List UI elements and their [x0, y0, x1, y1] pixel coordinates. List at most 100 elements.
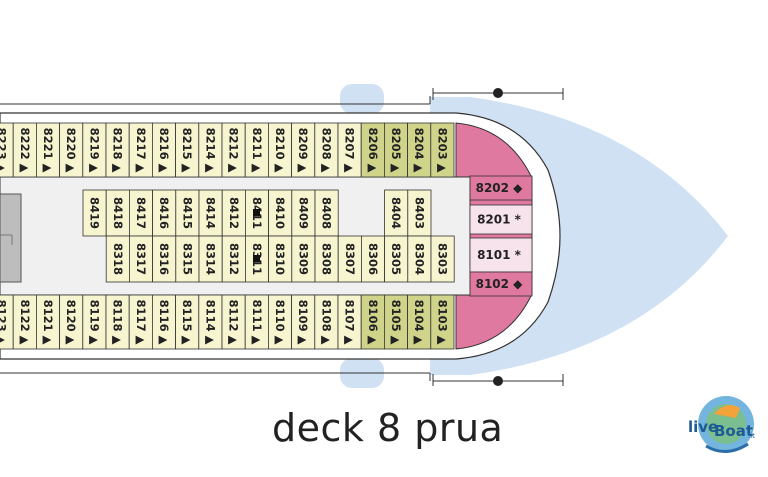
cabin-number: 8205 ▲ — [389, 128, 403, 173]
cabin-8121[interactable]: 8121 ▲ — [36, 294, 61, 350]
cabin-number: 8404 — [389, 197, 403, 229]
cabin-8203[interactable]: 8203 ▲ — [430, 122, 455, 178]
cabin-number: 8217 ▲ — [134, 128, 148, 173]
cabin-8219[interactable]: 8219 ▲ — [82, 122, 107, 178]
cabin-8306[interactable]: 8306 — [360, 235, 385, 283]
cabin-8217[interactable]: 8217 ▲ — [128, 122, 153, 178]
cabin-number: 8303 — [436, 243, 450, 275]
cabin-number: 8209 ▲ — [296, 128, 310, 173]
cabin-number: 8116 ▲ — [157, 300, 171, 345]
cabin-8305[interactable]: 8305 — [384, 235, 409, 283]
cabin-8411[interactable]: 8411 — [244, 189, 269, 237]
cabin-8307[interactable]: 8307 — [337, 235, 362, 283]
cabin-number: 8210 ▲ — [273, 128, 287, 173]
cabin-8311[interactable]: 8311 — [244, 235, 269, 283]
cabin-8222[interactable]: 8222 ▲ — [12, 122, 37, 178]
cabin-8211[interactable]: 8211 ▲ — [244, 122, 269, 178]
cabin-8214[interactable]: 8214 ▲ — [198, 122, 223, 178]
cabin-8410[interactable]: 8410 — [268, 189, 293, 237]
cabin-8119[interactable]: 8119 ▲ — [82, 294, 107, 350]
cabin-number: 8315 — [180, 243, 194, 275]
cabin-8417[interactable]: 8417 — [128, 189, 153, 237]
cabin-number: 8107 ▲ — [343, 300, 357, 345]
cabin-8104[interactable]: 8104 ▲ — [407, 294, 432, 350]
cabin-8315[interactable]: 8315 — [175, 235, 200, 283]
cabin-8207[interactable]: 8207 ▲ — [337, 122, 362, 178]
suite-8102[interactable]: 8102 ◆ — [469, 271, 533, 297]
cabin-8220[interactable]: 8220 ▲ — [59, 122, 84, 178]
cabin-8117[interactable]: 8117 ▲ — [128, 294, 153, 350]
cabin-8103[interactable]: 8103 ▲ — [430, 294, 455, 350]
cabin-number: 8112 ▲ — [227, 300, 241, 345]
accessible-marker — [253, 255, 260, 262]
cabin-8304[interactable]: 8304 — [407, 235, 432, 283]
cabin-8317[interactable]: 8317 — [128, 235, 153, 283]
cabin-8303[interactable]: 8303 — [430, 235, 455, 283]
cabin-number: 8416 — [157, 197, 171, 229]
suite-number: 8202 ◆ — [476, 181, 524, 195]
cabin-8206[interactable]: 8206 ▲ — [360, 122, 385, 178]
cabin-number: 8221 ▲ — [41, 128, 55, 173]
suite-8101[interactable]: 8101 * — [469, 237, 533, 273]
cabin-8111[interactable]: 8111 ▲ — [244, 294, 269, 350]
cabin-8310[interactable]: 8310 — [268, 235, 293, 283]
cabin-8403[interactable]: 8403 — [407, 189, 432, 237]
cabin-8419[interactable]: 8419 — [82, 189, 107, 237]
cabin-8208[interactable]: 8208 ▲ — [314, 122, 339, 178]
cabin-8120[interactable]: 8120 ▲ — [59, 294, 84, 350]
cabin-number: 8418 — [111, 197, 125, 229]
cabin-8122[interactable]: 8122 ▲ — [12, 294, 37, 350]
cabin-8116[interactable]: 8116 ▲ — [151, 294, 176, 350]
cabin-8414[interactable]: 8414 — [198, 189, 223, 237]
cabin-number: 8123 ▲ — [0, 300, 9, 345]
cabin-8204[interactable]: 8204 ▲ — [407, 122, 432, 178]
cabin-8212[interactable]: 8212 ▲ — [221, 122, 246, 178]
cabin-8112[interactable]: 8112 ▲ — [221, 294, 246, 350]
cabin-number: 8115 ▲ — [180, 300, 194, 345]
cabin-number: 8318 — [111, 243, 125, 275]
cabin-number: 8118 ▲ — [111, 300, 125, 345]
cabin-8404[interactable]: 8404 — [384, 189, 409, 237]
cabin-8110[interactable]: 8110 ▲ — [267, 294, 292, 350]
cabin-8105[interactable]: 8105 ▲ — [383, 294, 408, 350]
suite-8202[interactable]: 8202 ◆ — [469, 175, 533, 201]
cabin-8115[interactable]: 8115 ▲ — [175, 294, 200, 350]
cabin-number: 8408 — [320, 197, 334, 229]
cabin-8210[interactable]: 8210 ▲ — [267, 122, 292, 178]
cabin-number: 8222 ▲ — [18, 128, 32, 173]
cabin-8205[interactable]: 8205 ▲ — [383, 122, 408, 178]
cabin-8416[interactable]: 8416 — [152, 189, 177, 237]
cabin-8114[interactable]: 8114 ▲ — [198, 294, 223, 350]
cabin-8223[interactable]: 8223 ▲ — [0, 122, 14, 178]
cabin-number: 8412 — [227, 197, 241, 229]
suite-8201[interactable]: 8201 * — [469, 204, 533, 235]
cabin-8108[interactable]: 8108 ▲ — [314, 294, 339, 350]
cabin-8215[interactable]: 8215 ▲ — [175, 122, 200, 178]
cabin-8106[interactable]: 8106 ▲ — [360, 294, 385, 350]
cabin-number: 8314 — [204, 243, 218, 275]
cabin-number: 8417 — [134, 197, 148, 229]
cabin-8221[interactable]: 8221 ▲ — [36, 122, 61, 178]
stairs-block — [0, 193, 22, 283]
cabin-number: 8110 ▲ — [273, 300, 287, 345]
cabin-number: 8317 — [134, 243, 148, 275]
cabin-8314[interactable]: 8314 — [198, 235, 223, 283]
cabin-8312[interactable]: 8312 — [221, 235, 246, 283]
cabin-8118[interactable]: 8118 ▲ — [105, 294, 130, 350]
cabin-8107[interactable]: 8107 ▲ — [337, 294, 362, 350]
cabin-8216[interactable]: 8216 ▲ — [151, 122, 176, 178]
cabin-8318[interactable]: 8318 — [105, 235, 130, 283]
cabin-8316[interactable]: 8316 — [152, 235, 177, 283]
cabin-8209[interactable]: 8209 ▲ — [291, 122, 316, 178]
cabin-number: 8305 — [389, 243, 403, 275]
cabin-8412[interactable]: 8412 — [221, 189, 246, 237]
cabin-8418[interactable]: 8418 — [105, 189, 130, 237]
cabin-8415[interactable]: 8415 — [175, 189, 200, 237]
cabin-8308[interactable]: 8308 — [314, 235, 339, 283]
cabin-8109[interactable]: 8109 ▲ — [291, 294, 316, 350]
cabin-8218[interactable]: 8218 ▲ — [105, 122, 130, 178]
cabin-8123[interactable]: 8123 ▲ — [0, 294, 14, 350]
cabin-8409[interactable]: 8409 — [291, 189, 316, 237]
cabin-8309[interactable]: 8309 — [291, 235, 316, 283]
cabin-8408[interactable]: 8408 — [314, 189, 339, 237]
